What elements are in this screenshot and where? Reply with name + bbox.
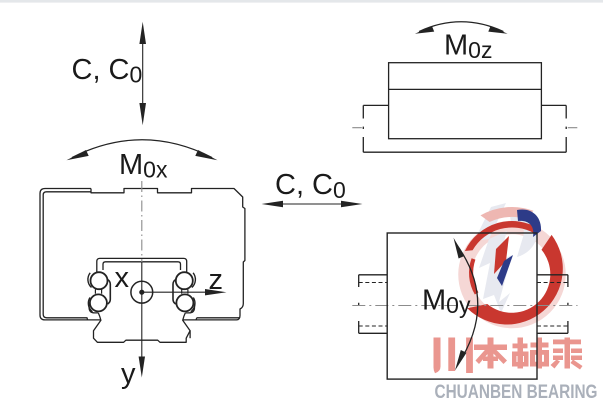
svg-text:x: x [115,262,130,294]
svg-text:CHUANBEN BEARING: CHUANBEN BEARING [435,381,598,401]
svg-text:z: z [209,264,224,296]
svg-text:y: y [121,358,136,390]
